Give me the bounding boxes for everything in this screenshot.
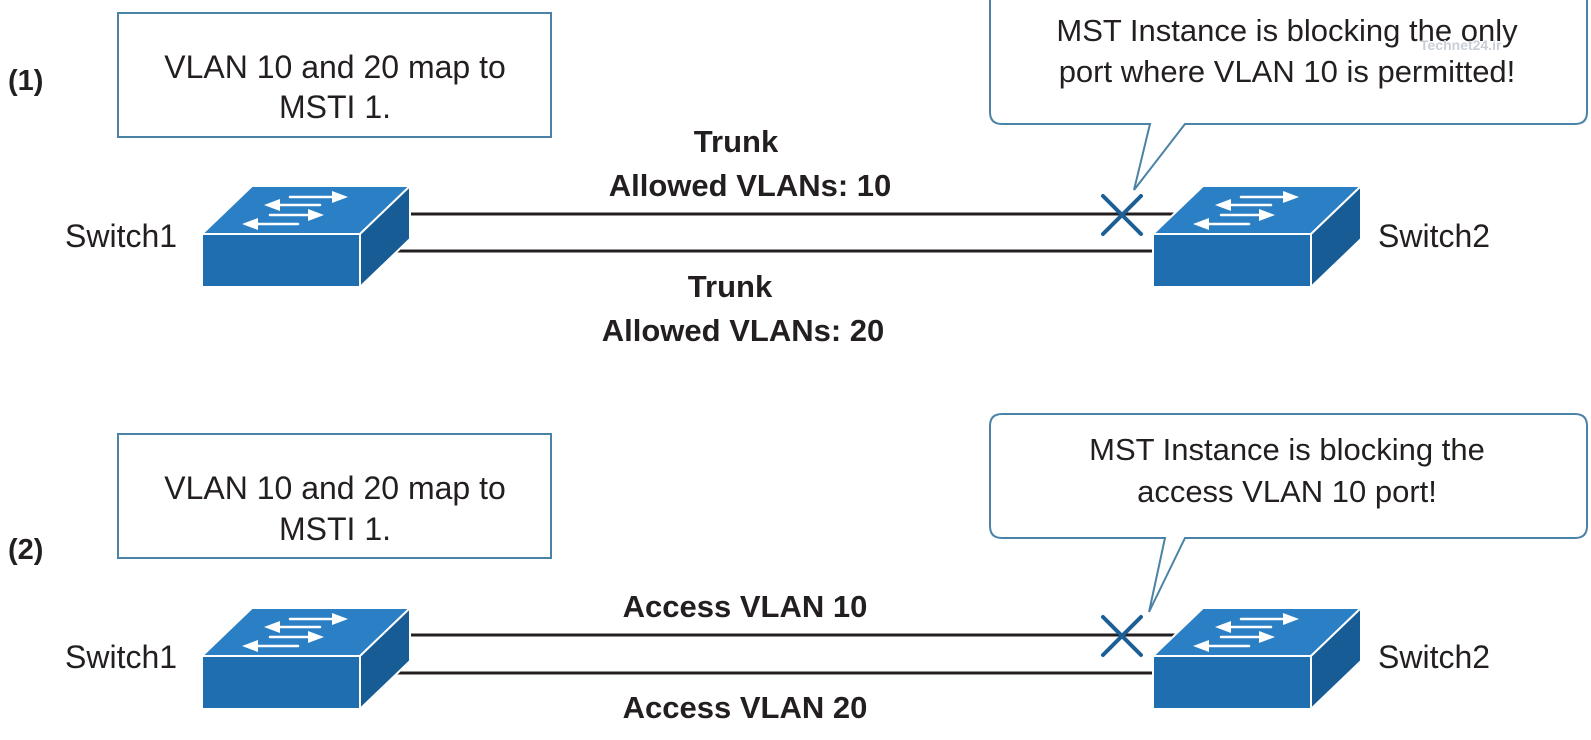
- panel-1-note-line-2: MSTI 1.: [279, 89, 391, 125]
- panel-1-right-switch-label: Switch2: [1378, 218, 1490, 254]
- panel-2-link-bottom-label: Access VLAN 20: [623, 690, 868, 725]
- panel-2: (2) VLAN 10 and 20 map to MSTI 1. MST In…: [8, 413, 1588, 725]
- panel-2-callout-line-2: access VLAN 10 port!: [1137, 474, 1437, 509]
- panel-1-note-box: [117, 12, 552, 138]
- panel-2-switch1-layer2-switch-icon: [201, 607, 411, 710]
- panel-1-callout-bubble: [989, 0, 1588, 191]
- panel-1-callout-line-1: MST Instance is blocking the only: [1056, 13, 1518, 48]
- panel-2-callout-bubble: [989, 413, 1588, 613]
- panel-1-left-switch-label: Switch1: [65, 218, 177, 254]
- panel-2-note-box: [117, 433, 552, 559]
- panel-2-note-line-2: MSTI 1.: [279, 511, 391, 547]
- panel-1-link-top-label-1: Trunk: [694, 124, 779, 159]
- panel-2-switch2-layer2-switch-icon: [1152, 607, 1362, 710]
- panel-1-blocked-port-x-mark-icon: [1101, 194, 1143, 236]
- panel-1-note-line-1: VLAN 10 and 20 map to: [164, 49, 506, 85]
- panel-1-link-bottom-label-1: Trunk: [688, 269, 773, 304]
- panel-1: (1) VLAN 10 and 20 map to MSTI 1. MST In…: [8, 0, 1588, 348]
- panel-2-callout-line-1: MST Instance is blocking the: [1089, 432, 1485, 467]
- panel-1-switch2-layer2-switch-icon: [1152, 185, 1362, 288]
- watermark: Technet24.ir: [1420, 37, 1502, 53]
- panel-1-callout-line-2: port where VLAN 10 is permitted!: [1059, 54, 1516, 89]
- panel-2-label: (2): [8, 534, 43, 566]
- panel-2-left-switch-label: Switch1: [65, 639, 177, 675]
- panel-2-note-line-1: VLAN 10 and 20 map to: [164, 470, 506, 506]
- panel-1-link-bottom-label-2: Allowed VLANs: 20: [602, 313, 885, 348]
- panel-2-link-top-label: Access VLAN 10: [623, 589, 868, 624]
- panel-2-blocked-port-x-mark-icon: [1101, 615, 1143, 657]
- panel-2-right-switch-label: Switch2: [1378, 639, 1490, 675]
- panel-1-link-top-label-2: Allowed VLANs: 10: [609, 168, 892, 203]
- panel-1-switch1-layer2-switch-icon: [201, 185, 411, 288]
- panel-1-label: (1): [8, 65, 43, 97]
